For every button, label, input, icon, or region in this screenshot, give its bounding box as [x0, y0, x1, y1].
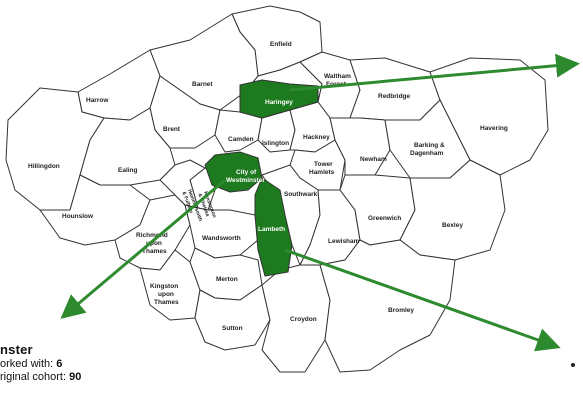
- label-islington: Islington: [262, 140, 289, 147]
- label-lambeth: Lambeth: [258, 226, 285, 233]
- label-hackney: Hackney: [303, 134, 330, 141]
- label-harrow: Harrow: [86, 97, 109, 104]
- label-greenwich: Greenwich: [368, 215, 401, 222]
- label-ealing: Ealing: [118, 167, 138, 174]
- borough-lambeth-highlight: [254, 177, 293, 277]
- label-hounslow: Hounslow: [62, 213, 94, 220]
- label-wandsworth: Wandsworth: [202, 235, 241, 242]
- borough-redbridge: [349, 57, 441, 121]
- arrow-lambeth: [284, 248, 561, 352]
- label-barking: Barking &Dagenham: [410, 142, 445, 157]
- label-lewisham: Lewisham: [328, 238, 360, 245]
- caption-cohort-value: 90: [69, 371, 82, 383]
- arrow-westminster: [60, 178, 226, 319]
- label-brent: Brent: [163, 126, 181, 133]
- borough-bexley: [399, 159, 506, 261]
- label-havering: Havering: [480, 125, 508, 132]
- label-merton: Merton: [216, 276, 238, 283]
- label-barnet: Barnet: [192, 81, 213, 88]
- label-hillingdon: Hillingdon: [28, 163, 60, 170]
- label-redbridge: Redbridge: [378, 93, 411, 100]
- label-newham: Newham: [360, 156, 387, 163]
- label-croydon: Croydon: [290, 316, 317, 323]
- label-sutton: Sutton: [222, 325, 243, 332]
- label-southwark: Southwark: [284, 191, 318, 198]
- bullet-dot: [571, 363, 575, 367]
- arrow-haringey: [289, 53, 580, 92]
- label-haringey: Haringey: [265, 99, 293, 106]
- label-bromley: Bromley: [388, 307, 414, 314]
- caption-worked-value: 6: [56, 358, 63, 370]
- westminster-caption: nster orked with: 6 riginal cohort: 90: [0, 342, 200, 383]
- label-enfield: Enfield: [270, 41, 292, 48]
- caption-title: nster: [0, 342, 33, 357]
- caption-worked: orked with: 6: [0, 358, 63, 370]
- label-camden: Camden: [228, 136, 254, 143]
- caption-cohort: riginal cohort: 90: [0, 371, 82, 383]
- label-bexley: Bexley: [442, 222, 463, 229]
